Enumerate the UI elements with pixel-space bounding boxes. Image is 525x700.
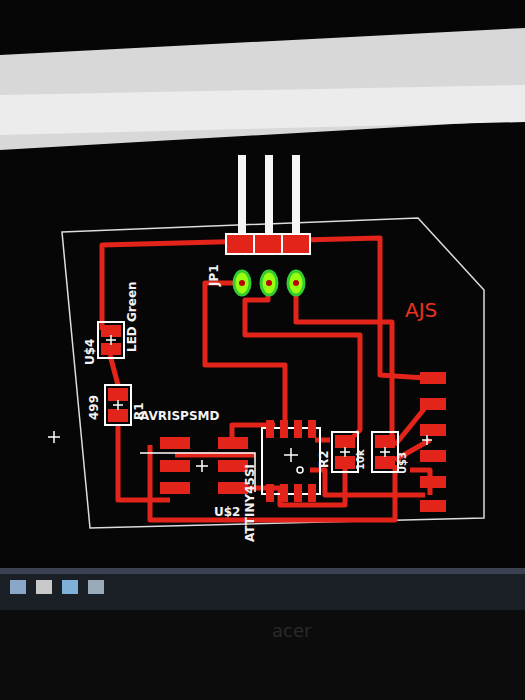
- resistor-footprint: [105, 385, 131, 425]
- ftdi-pads: [420, 372, 446, 512]
- origin-cross: [196, 460, 208, 472]
- part-value: ATTINY45SI: [244, 464, 256, 542]
- part-name: R2: [318, 450, 330, 468]
- isp-pads: [160, 437, 248, 494]
- part-name: U$4: [84, 339, 96, 365]
- origin-cross: [48, 431, 60, 443]
- isp-outline: [140, 453, 255, 492]
- origin-cross: [422, 435, 432, 445]
- pin-header: [226, 155, 310, 295]
- part-name: U$3: [398, 452, 408, 474]
- resistor-footprint: [332, 432, 358, 472]
- part-value: LED Green: [126, 281, 138, 352]
- part-value: AVRISPSMD: [140, 410, 219, 422]
- part-name: JP1: [208, 264, 220, 286]
- part-value: 499: [88, 395, 100, 420]
- board-outline: [62, 218, 484, 528]
- monitor-bezel: [0, 610, 525, 700]
- screen-glare-band: [0, 28, 525, 150]
- taskbar-icons: [10, 580, 104, 594]
- screen-glare-band: [0, 85, 525, 135]
- part-value: 10k: [356, 449, 366, 470]
- monitor-logo: acer: [272, 622, 311, 640]
- part-name: U$2: [214, 506, 240, 518]
- capacitor-footprint: [372, 432, 398, 472]
- status-bar: [0, 568, 525, 574]
- ic-footprint: [262, 420, 320, 502]
- led-footprint: [98, 322, 124, 358]
- taskbar: [0, 572, 525, 610]
- board-initials: AJS: [405, 300, 437, 320]
- copper-traces: [102, 238, 430, 520]
